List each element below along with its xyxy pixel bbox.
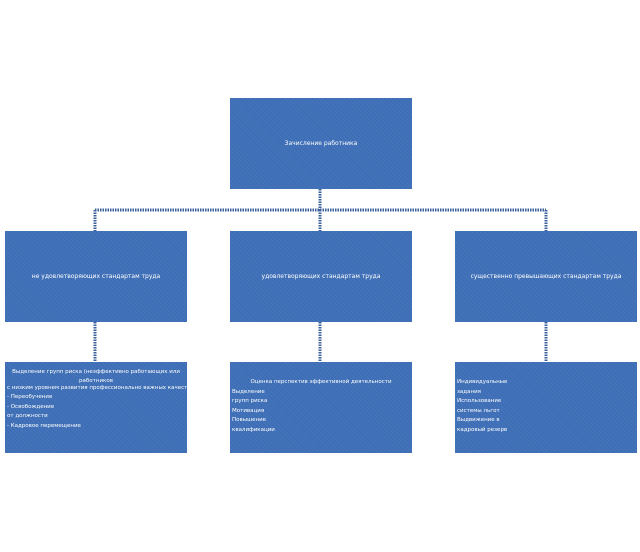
category-node-below-standard: не удовлетворяющих стандартам труда <box>5 231 187 322</box>
detail-line: - Кадровое перемещение <box>7 422 81 429</box>
detail-line: от должности <box>7 413 48 419</box>
detail-node-below-standard: Выделение групп риска (неэффективно рабо… <box>5 362 193 453</box>
detail-line: Выдвижение в <box>457 417 500 423</box>
detail-line: задания <box>457 388 481 395</box>
detail-line: работников <box>79 377 113 384</box>
detail-line: Выделение групп риска (неэффективно рабо… <box>12 369 180 375</box>
detail-line: кадровый резерв <box>457 426 508 433</box>
category-node-meets-standard: удовлетворяющих стандартам труда <box>230 231 412 322</box>
category-label-meets-standard: удовлетворяющих стандартам труда <box>261 272 381 280</box>
category-node-exceeds-standard: существенно превышающих стандартам труда <box>455 231 637 322</box>
detail-line: - Переобучение <box>7 394 53 400</box>
detail-line: системы льгот <box>457 407 500 414</box>
detail-line: групп риска <box>232 398 268 404</box>
root-node: Зачисление работника <box>230 98 412 189</box>
detail-line: Мотивация <box>232 407 265 414</box>
detail-node-meets-standard: Оценка перспектив эффективной деятельнос… <box>230 362 412 453</box>
root-node-label: Зачисление работника <box>284 139 358 147</box>
detail-line: Индивидуальные <box>457 379 508 385</box>
category-label-below-standard: не удовлетворяющих стандартам труда <box>31 272 161 280</box>
detail-node-exceeds-standard: Индивидуальные задания Использование сис… <box>455 362 637 453</box>
category-label-exceeds-standard: существенно превышающих стандартам труда <box>470 272 622 280</box>
detail-line: Оценка перспектив эффективной деятельнос… <box>250 379 392 385</box>
detail-line: Использование <box>457 398 502 404</box>
detail-line: - Освобождение <box>7 403 55 410</box>
detail-line: Выделение <box>232 388 265 395</box>
detail-line: с низким уровнем развития профессиональн… <box>7 384 193 391</box>
detail-line: квалификации <box>232 426 275 433</box>
detail-line: Повышение <box>232 417 267 423</box>
